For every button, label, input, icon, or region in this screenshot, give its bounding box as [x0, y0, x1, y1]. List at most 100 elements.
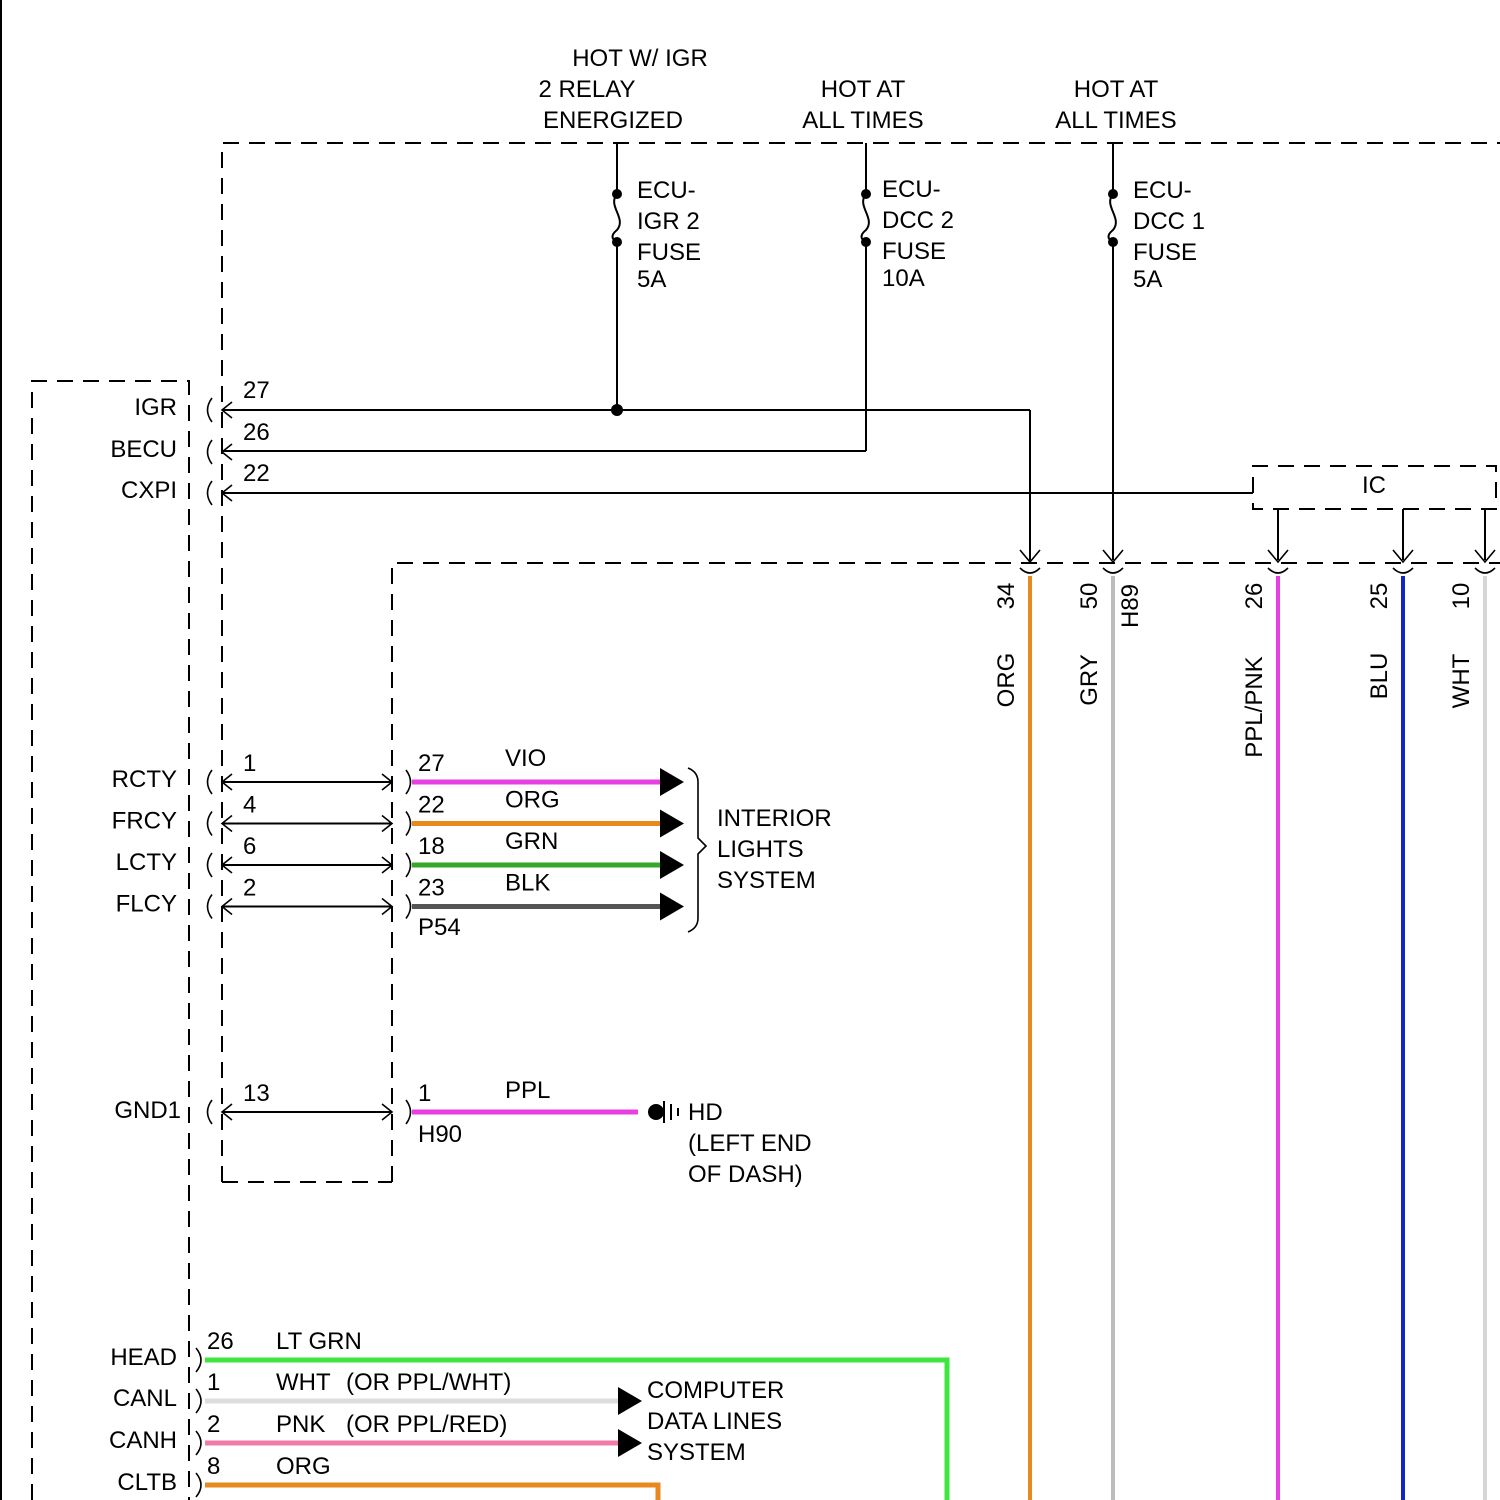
- ground-symbol-icon: [648, 1101, 678, 1123]
- arrow-icon: [618, 1429, 642, 1457]
- svg-text:HD: HD: [688, 1099, 723, 1126]
- svg-text:FUSE: FUSE: [882, 238, 946, 265]
- svg-text:CXPI: CXPI: [121, 477, 177, 504]
- svg-text:GND1: GND1: [114, 1097, 181, 1124]
- pin-name: FRCY: [112, 808, 177, 835]
- svg-text:IGR 2: IGR 2: [637, 208, 700, 235]
- fuse-igr2: ECU- IGR 2 FUSE 5A: [612, 143, 701, 410]
- source-label-igr2: HOT W/ IGR 2 RELAY ENERGIZED: [539, 45, 708, 134]
- ground-location-label: HD (LEFT END OF DASH): [688, 1099, 812, 1188]
- pin-row-becu: BECU 26: [110, 419, 866, 464]
- wire-color-label: ORG: [276, 1453, 331, 1480]
- arrow-icon: [618, 1387, 642, 1415]
- pin-number: 2: [243, 875, 256, 902]
- svg-text:10A: 10A: [882, 265, 925, 292]
- wire-color-label: GRY: [1076, 654, 1103, 706]
- interior-row-lcty: LCTY618GRN: [116, 828, 684, 879]
- svg-text:1: 1: [418, 1080, 431, 1107]
- fuse-dcc2: ECU- DCC 2 FUSE 10A: [861, 143, 954, 451]
- wire-pin-label: 50: [1076, 583, 1103, 610]
- arrow-icon: [660, 893, 684, 921]
- pin-row-cxpi: CXPI 22: [121, 460, 1253, 505]
- data-row-cltb: CLTB 8 ORG: [117, 1453, 658, 1500]
- fuse-dcc1: ECU- DCC 1 FUSE 5A: [1108, 143, 1205, 560]
- pin-number: 27: [418, 750, 445, 777]
- pin-name: CANL: [113, 1385, 177, 1412]
- pin-number: 1: [243, 750, 256, 777]
- wire-color-label: GRN: [505, 828, 558, 855]
- svg-text:FUSE: FUSE: [1133, 239, 1197, 266]
- wire-color-label: BLU: [1366, 653, 1393, 700]
- wire-alt-color-label: (OR PPL/RED): [346, 1411, 507, 1438]
- pin-number: 1: [207, 1369, 220, 1396]
- svg-text:5A: 5A: [1133, 266, 1162, 293]
- svg-text:OF DASH): OF DASH): [688, 1161, 803, 1188]
- wire-pin-label: 34: [993, 583, 1020, 610]
- data-lines-system: COMPUTER DATA LINES SYSTEM: [647, 1377, 784, 1466]
- source-label-dcc1: HOT AT ALL TIMES: [1055, 76, 1176, 134]
- svg-text:ECU-: ECU-: [882, 176, 941, 203]
- svg-text:COMPUTER: COMPUTER: [647, 1377, 784, 1404]
- svg-text:FUSE: FUSE: [637, 239, 701, 266]
- wire-color-label: PNK: [276, 1411, 325, 1438]
- connector-strip: [392, 563, 1500, 1182]
- arrow-icon: [660, 851, 684, 879]
- svg-text:HOT W/ IGR: HOT W/ IGR: [572, 45, 708, 72]
- svg-text:H90: H90: [418, 1121, 462, 1148]
- pin-name: RCTY: [112, 766, 177, 793]
- pin-number: 6: [243, 833, 256, 860]
- pin-name: CANH: [109, 1427, 177, 1454]
- interior-lights-system: INTERIOR LIGHTS SYSTEM: [688, 768, 832, 932]
- svg-text:DCC 2: DCC 2: [882, 207, 954, 234]
- arrow-icon: [660, 810, 684, 838]
- wire-pin-label: 10: [1448, 583, 1475, 610]
- pin-number: 8: [207, 1453, 220, 1480]
- wire-color-label: VIO: [505, 745, 546, 772]
- wire-color-label: LT GRN: [276, 1328, 362, 1355]
- pin-number: 23: [418, 875, 445, 902]
- pin-name: FLCY: [116, 891, 177, 918]
- wire-color-label: PPL/PNK: [1241, 656, 1268, 757]
- svg-text:26: 26: [243, 419, 270, 446]
- svg-text:5A: 5A: [637, 266, 666, 293]
- pin-number: 4: [243, 792, 256, 819]
- interior-row-rcty: RCTY 1 27 VIO: [112, 745, 684, 796]
- svg-text:SYSTEM: SYSTEM: [647, 1439, 746, 1466]
- connector-h89-label: H89: [1117, 584, 1144, 628]
- arrow-icon: [660, 768, 684, 796]
- wire-color-label: BLK: [505, 870, 550, 897]
- vertical-wire-ppl-pnk: 26PPL/PNK: [1241, 550, 1288, 1500]
- svg-text:HOT AT: HOT AT: [1074, 76, 1159, 103]
- svg-text:13: 13: [243, 1080, 270, 1107]
- svg-text:BECU: BECU: [110, 436, 177, 463]
- svg-text:HOT AT: HOT AT: [821, 76, 906, 103]
- svg-text:ENERGIZED: ENERGIZED: [543, 107, 683, 134]
- svg-text:ALL TIMES: ALL TIMES: [802, 107, 923, 134]
- svg-text:IGR: IGR: [134, 394, 177, 421]
- svg-text:IC: IC: [1362, 472, 1386, 499]
- wire-color-label: WHT: [1448, 653, 1475, 708]
- pin-name: HEAD: [110, 1344, 177, 1371]
- svg-text:22: 22: [243, 460, 270, 487]
- ic-box: IC: [1253, 466, 1496, 560]
- wire-alt-color-label: (OR PPL/WHT): [346, 1369, 511, 1396]
- svg-text:DATA LINES: DATA LINES: [647, 1408, 782, 1435]
- svg-text:27: 27: [243, 377, 270, 404]
- svg-text:DCC 1: DCC 1: [1133, 208, 1205, 235]
- svg-text:INTERIOR: INTERIOR: [717, 805, 832, 832]
- svg-text:SYSTEM: SYSTEM: [717, 867, 816, 894]
- pin-number: 2: [207, 1411, 220, 1438]
- wire-color-label: ORG: [993, 653, 1020, 708]
- wire-pin-label: 25: [1366, 583, 1393, 610]
- pin-name: CLTB: [117, 1469, 177, 1496]
- pin-number: 22: [418, 792, 445, 819]
